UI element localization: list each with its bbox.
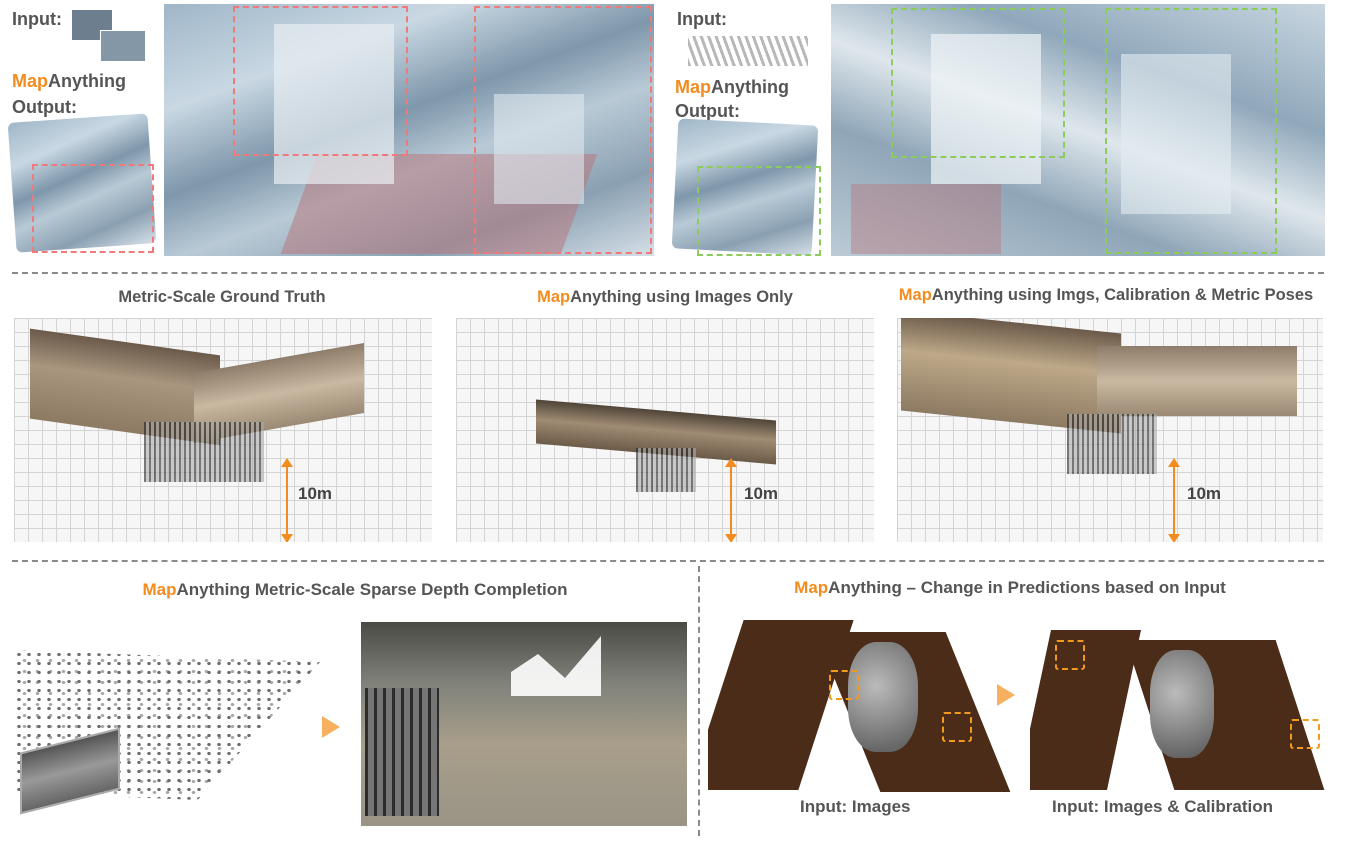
output-label: Output: <box>675 101 740 121</box>
section-divider-vertical <box>698 566 700 836</box>
panel-title-change-predictions: MapAnything – Change in Predictions base… <box>794 578 1226 597</box>
camera-highlight <box>829 670 859 700</box>
scale-arrow <box>730 463 732 542</box>
arrow-head-up <box>1168 458 1180 467</box>
caption-images: Input: Images <box>800 797 911 816</box>
arrow-head-up <box>725 458 737 467</box>
ground-truth-panel: 10m <box>14 318 432 542</box>
building-facade <box>1097 346 1297 416</box>
section-divider <box>12 272 1324 274</box>
point-cloud-street <box>636 448 696 492</box>
input-label: Input: <box>677 9 727 29</box>
scale-label: 10m <box>298 484 333 503</box>
scale-arrow <box>286 463 288 542</box>
arrow-right-icon <box>997 684 1015 706</box>
highlight-box <box>1105 8 1277 254</box>
top-right-reconstruction <box>831 4 1325 256</box>
arrow-head-down <box>281 534 293 542</box>
brand-label: MapAnything <box>12 71 126 91</box>
input-thumbnails <box>688 36 808 66</box>
highlight-box <box>233 6 408 156</box>
scale-arrow <box>1173 463 1175 542</box>
input-label: Input: <box>12 9 62 29</box>
panel-title-imgs-calib-poses: MapAnything using Imgs, Calibration & Me… <box>898 286 1314 304</box>
statue <box>1150 650 1214 758</box>
brand-label: MapAnything <box>675 77 789 97</box>
ground-surface <box>1030 630 1142 790</box>
garage-gate <box>365 688 439 816</box>
camera-highlight <box>1290 719 1320 749</box>
panel-title-depth-completion: MapAnything Metric-Scale Sparse Depth Co… <box>142 580 568 599</box>
statue <box>848 642 918 752</box>
panel-title-ground-truth: Metric-Scale Ground Truth <box>118 288 326 306</box>
point-cloud-street <box>1067 414 1157 474</box>
scale-label: 10m <box>1187 484 1222 503</box>
camera-highlight <box>942 712 972 742</box>
point-cloud-street <box>144 422 264 482</box>
wardrobe <box>274 24 394 184</box>
wardrobe <box>931 34 1041 184</box>
images-only-panel: 10m <box>456 318 874 542</box>
shelf <box>494 94 584 204</box>
highlight-box <box>474 6 652 254</box>
shelf <box>1121 54 1231 214</box>
input-thumbnail <box>100 30 146 62</box>
prediction-images-calibration <box>1030 620 1330 792</box>
section-divider <box>12 560 1324 562</box>
highlight-box <box>697 166 821 256</box>
arrow-head-up <box>281 458 293 467</box>
highlight-box <box>32 164 154 253</box>
arrow-head-down <box>1168 534 1180 542</box>
camera-highlight <box>1055 640 1085 670</box>
top-left-reconstruction <box>164 4 654 256</box>
output-label: Output: <box>12 97 77 117</box>
panel-title-images-only: MapAnything using Images Only <box>537 288 793 306</box>
scale-label: 10m <box>744 484 779 503</box>
dense-depth-result <box>361 622 687 826</box>
arrow-right-icon <box>322 716 340 738</box>
missing-depth-region <box>511 636 601 696</box>
imgs-calib-poses-panel: 10m <box>897 318 1323 542</box>
caption-images-calibration: Input: Images & Calibration <box>1052 797 1274 816</box>
prediction-images-only <box>708 612 1018 792</box>
floor-rug <box>851 184 1001 254</box>
arrow-head-down <box>725 534 737 542</box>
highlight-box <box>891 8 1065 158</box>
